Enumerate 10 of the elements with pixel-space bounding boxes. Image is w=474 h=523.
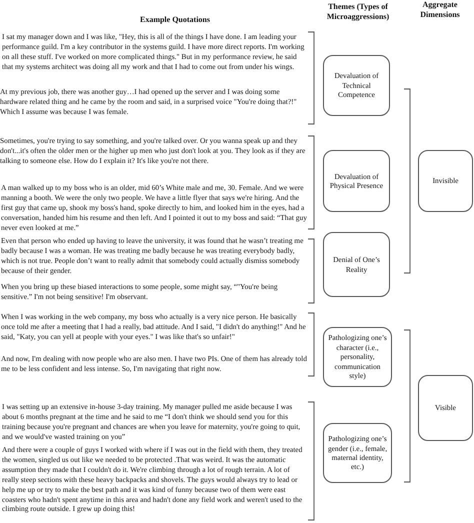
theme-box	[323, 232, 390, 297]
column-heading: Aggregate Dimensions	[419, 0, 461, 19]
dimension-box	[418, 150, 473, 212]
column-heading: Themes (Types of Microaggressions)	[326, 2, 390, 21]
theme-box	[323, 423, 392, 483]
dimension-box	[418, 375, 473, 441]
theme-box	[323, 55, 390, 116]
theme-box	[323, 150, 390, 212]
column-heading: Example Quotations	[138, 15, 211, 24]
theme-box	[323, 327, 392, 387]
